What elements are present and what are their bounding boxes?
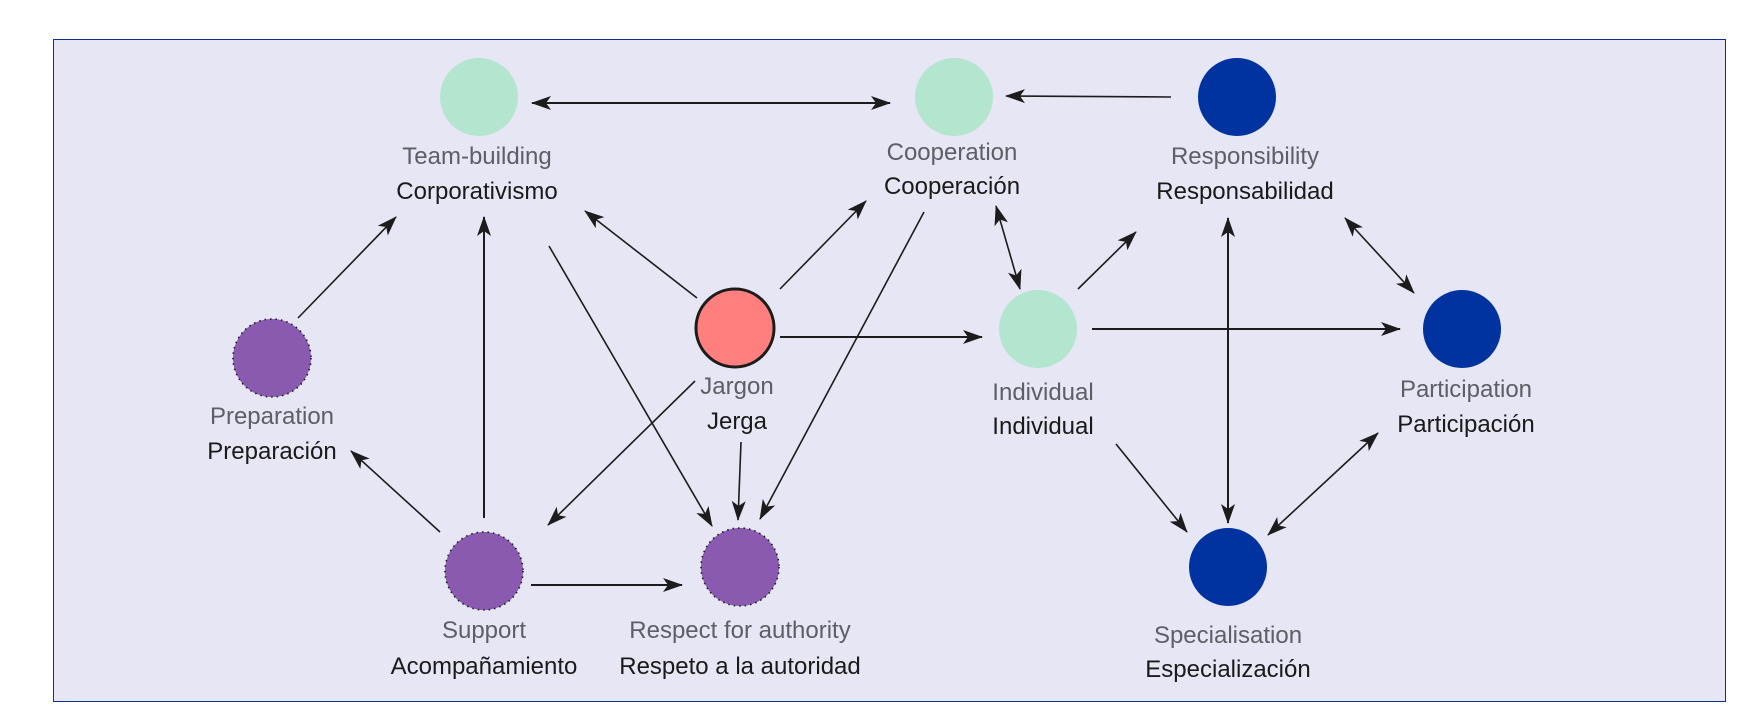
edge-jarg-to-respect [731, 441, 746, 521]
node-label-spanish: Corporativismo [396, 178, 557, 205]
edge-jarg-to-supp [547, 380, 696, 526]
node-label-spanish: Especialización [1145, 656, 1310, 683]
node-label-english: Team-building [402, 143, 551, 170]
node-circle-part [1423, 290, 1501, 368]
edge-coop-to-indiv-bidirectional [994, 205, 1022, 290]
edge-jarg-to-team [584, 210, 698, 299]
node-label-english: Cooperation [887, 139, 1018, 166]
diagram-frame [53, 39, 1726, 702]
edge-spec-to-part-bidirectional [1267, 432, 1379, 536]
node-circle-team [440, 58, 518, 136]
node-circle-indiv [999, 290, 1077, 368]
node-label-spanish: Jerga [707, 408, 768, 435]
node-label-english: Individual [992, 379, 1093, 406]
node-label-english: Specialisation [1154, 622, 1302, 649]
node-circle-prep [232, 318, 312, 398]
node-label-english: Respect for authority [629, 617, 850, 644]
edge-resp-to-coop [1005, 89, 1172, 104]
nodes-layer: Team-buildingCorporativismoCooperationCo… [207, 58, 1535, 683]
node-label-spanish: Respeto a la autoridad [619, 653, 861, 680]
edge-jarg-to-coop [779, 200, 867, 290]
node-label-english: Preparation [210, 403, 334, 430]
edge-resp-to-part-bidirectional [1344, 217, 1415, 294]
edge-indiv-to-spec [1115, 443, 1188, 533]
node-label-spanish: Acompañamiento [391, 653, 578, 680]
edge-supp-to-prep [350, 450, 441, 533]
node-circle-jarg [694, 287, 776, 369]
edge-team-to-respect [548, 245, 713, 527]
node-label-spanish: Preparación [207, 438, 336, 465]
node-label-spanish: Responsabilidad [1156, 178, 1333, 205]
node-circle-spec [1189, 528, 1267, 606]
node-label-spanish: Individual [992, 413, 1093, 440]
node-label-english: Support [442, 617, 526, 644]
node-label-english: Participation [1400, 376, 1532, 403]
node-circle-respect [700, 527, 780, 607]
node-label-spanish: Cooperación [884, 173, 1020, 200]
edge-indiv-to-resp [1077, 231, 1137, 290]
edge-prep-to-team [297, 216, 397, 319]
node-label-spanish: Participación [1397, 411, 1534, 438]
node-circle-resp [1198, 58, 1276, 136]
node-label-english: Jargon [700, 373, 773, 400]
node-circle-supp [444, 531, 524, 611]
node-circle-coop [915, 58, 993, 136]
edges-layer [297, 89, 1415, 592]
edge-coop-to-respect [759, 211, 925, 520]
node-label-english: Responsibility [1171, 143, 1319, 170]
